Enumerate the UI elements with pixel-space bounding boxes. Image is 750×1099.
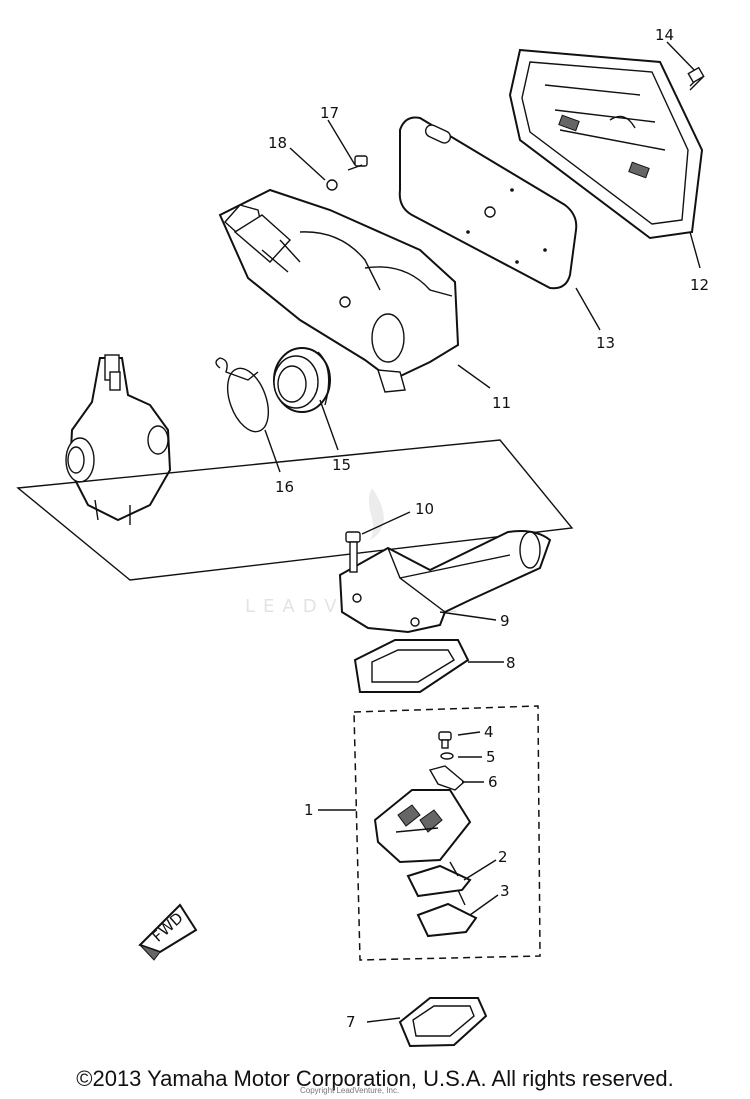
callout-2: 2 [498, 848, 508, 866]
part-12-airbox-cover [508, 48, 704, 240]
callout-numbers: 14 12 13 11 17 18 15 16 10 9 8 4 5 6 1 2… [268, 26, 709, 1031]
part-3-reed-stopper [416, 902, 478, 938]
copyright-notice: ©2013 Yamaha Motor Corporation, U.S.A. A… [76, 1066, 674, 1091]
callout-15: 15 [332, 456, 351, 474]
copyright-small-notice: Copyright LeadVenture, Inc. [300, 1086, 400, 1095]
part-10-bolt [345, 531, 361, 573]
callout-3: 3 [500, 882, 510, 900]
callout-17: 17 [320, 104, 339, 122]
reed-valve-assembly-box [353, 705, 541, 961]
part-6-stopper [428, 765, 466, 791]
callout-16: 16 [275, 478, 294, 496]
part-11-airbox [218, 188, 460, 393]
part-7-gasket [398, 997, 488, 1048]
part-4-screw [438, 731, 452, 749]
callout-11: 11 [492, 394, 511, 412]
callout-6: 6 [488, 773, 498, 791]
callout-14: 14 [655, 26, 674, 44]
callout-10: 10 [415, 500, 434, 518]
callout-8: 8 [506, 654, 516, 672]
part-13-air-filter [398, 116, 578, 290]
fwd-arrow-icon: FWD [138, 903, 198, 961]
callout-1: 1 [304, 801, 314, 819]
part-5-washer [440, 752, 454, 760]
leader-lines [264, 41, 705, 1023]
callout-12: 12 [690, 276, 709, 294]
panel-outline [16, 439, 574, 581]
callout-7: 7 [346, 1013, 356, 1031]
callout-4: 4 [484, 723, 494, 741]
part-15-joint [273, 347, 331, 413]
callout-13: 13 [596, 334, 615, 352]
part-2-reed [406, 864, 472, 898]
part-16-clamp [215, 357, 270, 433]
callout-18: 18 [268, 134, 287, 152]
part-8-gasket [353, 639, 470, 693]
carburetor [65, 354, 172, 525]
callout-5: 5 [486, 748, 496, 766]
part-9-manifold [338, 530, 552, 634]
callout-9: 9 [500, 612, 510, 630]
reed-valve-body [373, 789, 472, 864]
